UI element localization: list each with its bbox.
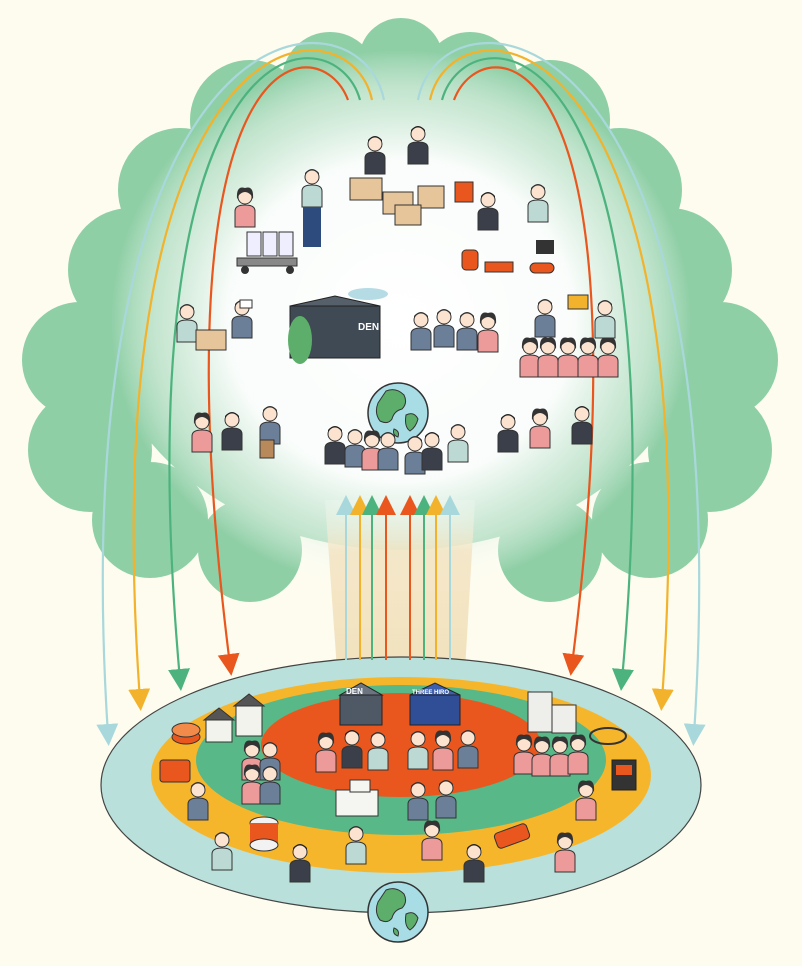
scene-handover — [176, 299, 253, 351]
scene-family — [191, 405, 281, 459]
office-building-icon — [527, 691, 577, 734]
left-building-sign: DEN — [346, 687, 363, 696]
right-building-sign: THREE HIRO — [412, 690, 449, 696]
cable-coil-icon — [159, 722, 201, 783]
factory-small-icon — [335, 779, 379, 817]
left-company-building: DEN — [338, 682, 384, 726]
control-panel-icon — [611, 759, 637, 791]
upward-arrows — [336, 495, 460, 660]
house-icon — [202, 693, 266, 743]
scene-classroom — [519, 294, 619, 378]
pipe-fitting-icon — [493, 823, 531, 849]
network-rings — [100, 656, 702, 914]
right-company-building: THREE HIRO — [409, 682, 461, 726]
factory-sign: DEN — [358, 322, 379, 333]
scene-boxes — [349, 125, 474, 226]
tree-glow — [111, 50, 691, 590]
factory-icon: DEN — [288, 288, 388, 364]
spool-icon — [249, 816, 279, 852]
scene-pail-cart — [234, 168, 323, 274]
bottom-globe-icon — [367, 881, 429, 943]
tree-trunk — [325, 500, 475, 670]
cable-roll-icon — [589, 727, 627, 745]
scene-meeting-products — [461, 183, 555, 274]
